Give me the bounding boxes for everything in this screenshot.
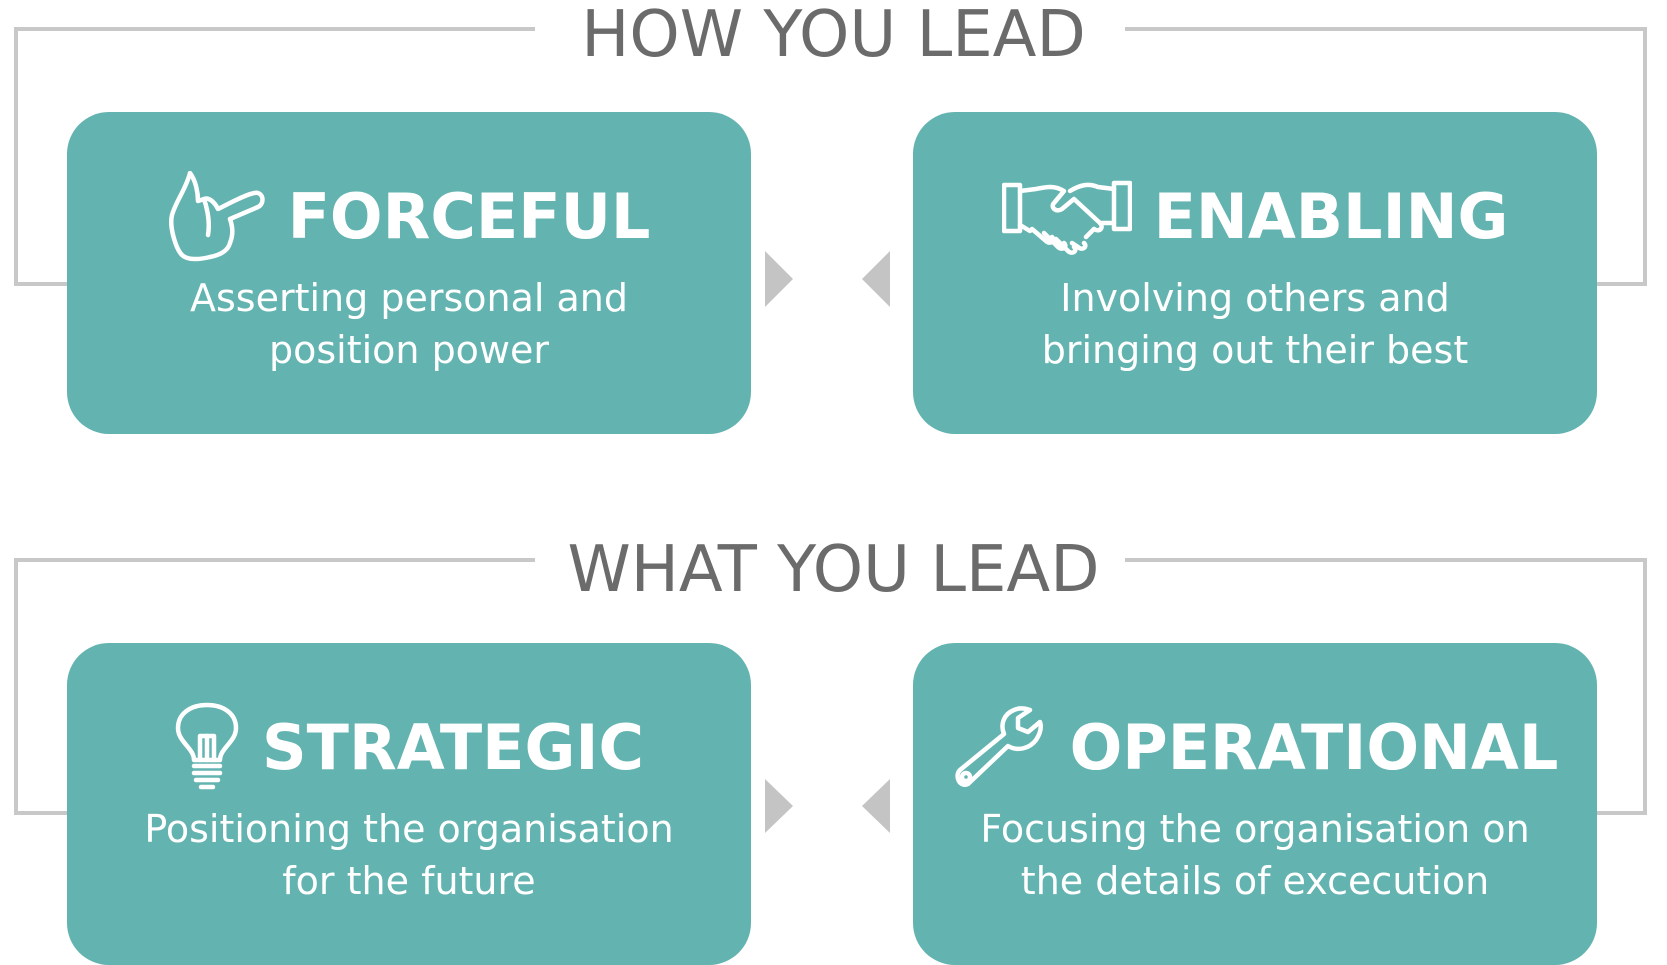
handshake-icon [1001, 177, 1132, 257]
card-forceful-desc-line2: position power [268, 328, 550, 372]
card-forceful-description: Asserting personal and position power [87, 272, 731, 376]
what-frame-right-bracket [1125, 558, 1647, 815]
card-forceful-desc-line1: Asserting personal and [189, 276, 628, 320]
card-enabling-desc-line1: Involving others and [1060, 276, 1450, 320]
card-strategic-description: Positioning the organisation for the fut… [87, 803, 731, 907]
how-frame-right-bracket [1125, 27, 1647, 286]
section-title-what: WHAT YOU LEAD [567, 533, 1100, 607]
how-frame-left-bracket [14, 27, 535, 286]
card-forceful-header: FORCEFUL [67, 162, 751, 272]
card-strategic-desc-line2: for the future [282, 859, 536, 903]
card-operational-header: OPERATIONAL [913, 693, 1597, 803]
card-strategic-desc-line1: Positioning the organisation [144, 807, 674, 851]
what-frame-left-bracket [14, 558, 535, 815]
what-arrow-left [862, 779, 890, 833]
card-operational-description: Focusing the organisation on the details… [933, 803, 1577, 907]
card-operational-title: OPERATIONAL [1069, 711, 1559, 784]
lightbulb-icon [174, 702, 240, 794]
card-strategic: STRATEGIC Positioning the organisation f… [67, 643, 751, 965]
pointing-hand-icon [168, 171, 266, 263]
card-operational: OPERATIONAL Focusing the organisation on… [913, 643, 1597, 965]
card-operational-desc-line2: the details of excecution [1020, 859, 1490, 903]
card-forceful: FORCEFUL Asserting personal and position… [67, 112, 751, 434]
wrench-icon [952, 706, 1048, 790]
what-arrow-right [765, 779, 793, 833]
how-arrow-right [765, 251, 793, 307]
card-enabling-description: Involving others and bringing out their … [933, 272, 1577, 376]
card-strategic-title: STRATEGIC [262, 711, 644, 784]
card-enabling-title: ENABLING [1153, 180, 1509, 253]
card-enabling-desc-line2: bringing out their best [1041, 328, 1469, 372]
card-enabling: ENABLING Involving others and bringing o… [913, 112, 1597, 434]
section-title-how: HOW YOU LEAD [581, 0, 1086, 72]
card-enabling-header: ENABLING [913, 162, 1597, 272]
card-strategic-header: STRATEGIC [67, 693, 751, 803]
card-forceful-title: FORCEFUL [287, 180, 651, 253]
card-operational-desc-line1: Focusing the organisation on [980, 807, 1530, 851]
how-arrow-left [862, 251, 890, 307]
